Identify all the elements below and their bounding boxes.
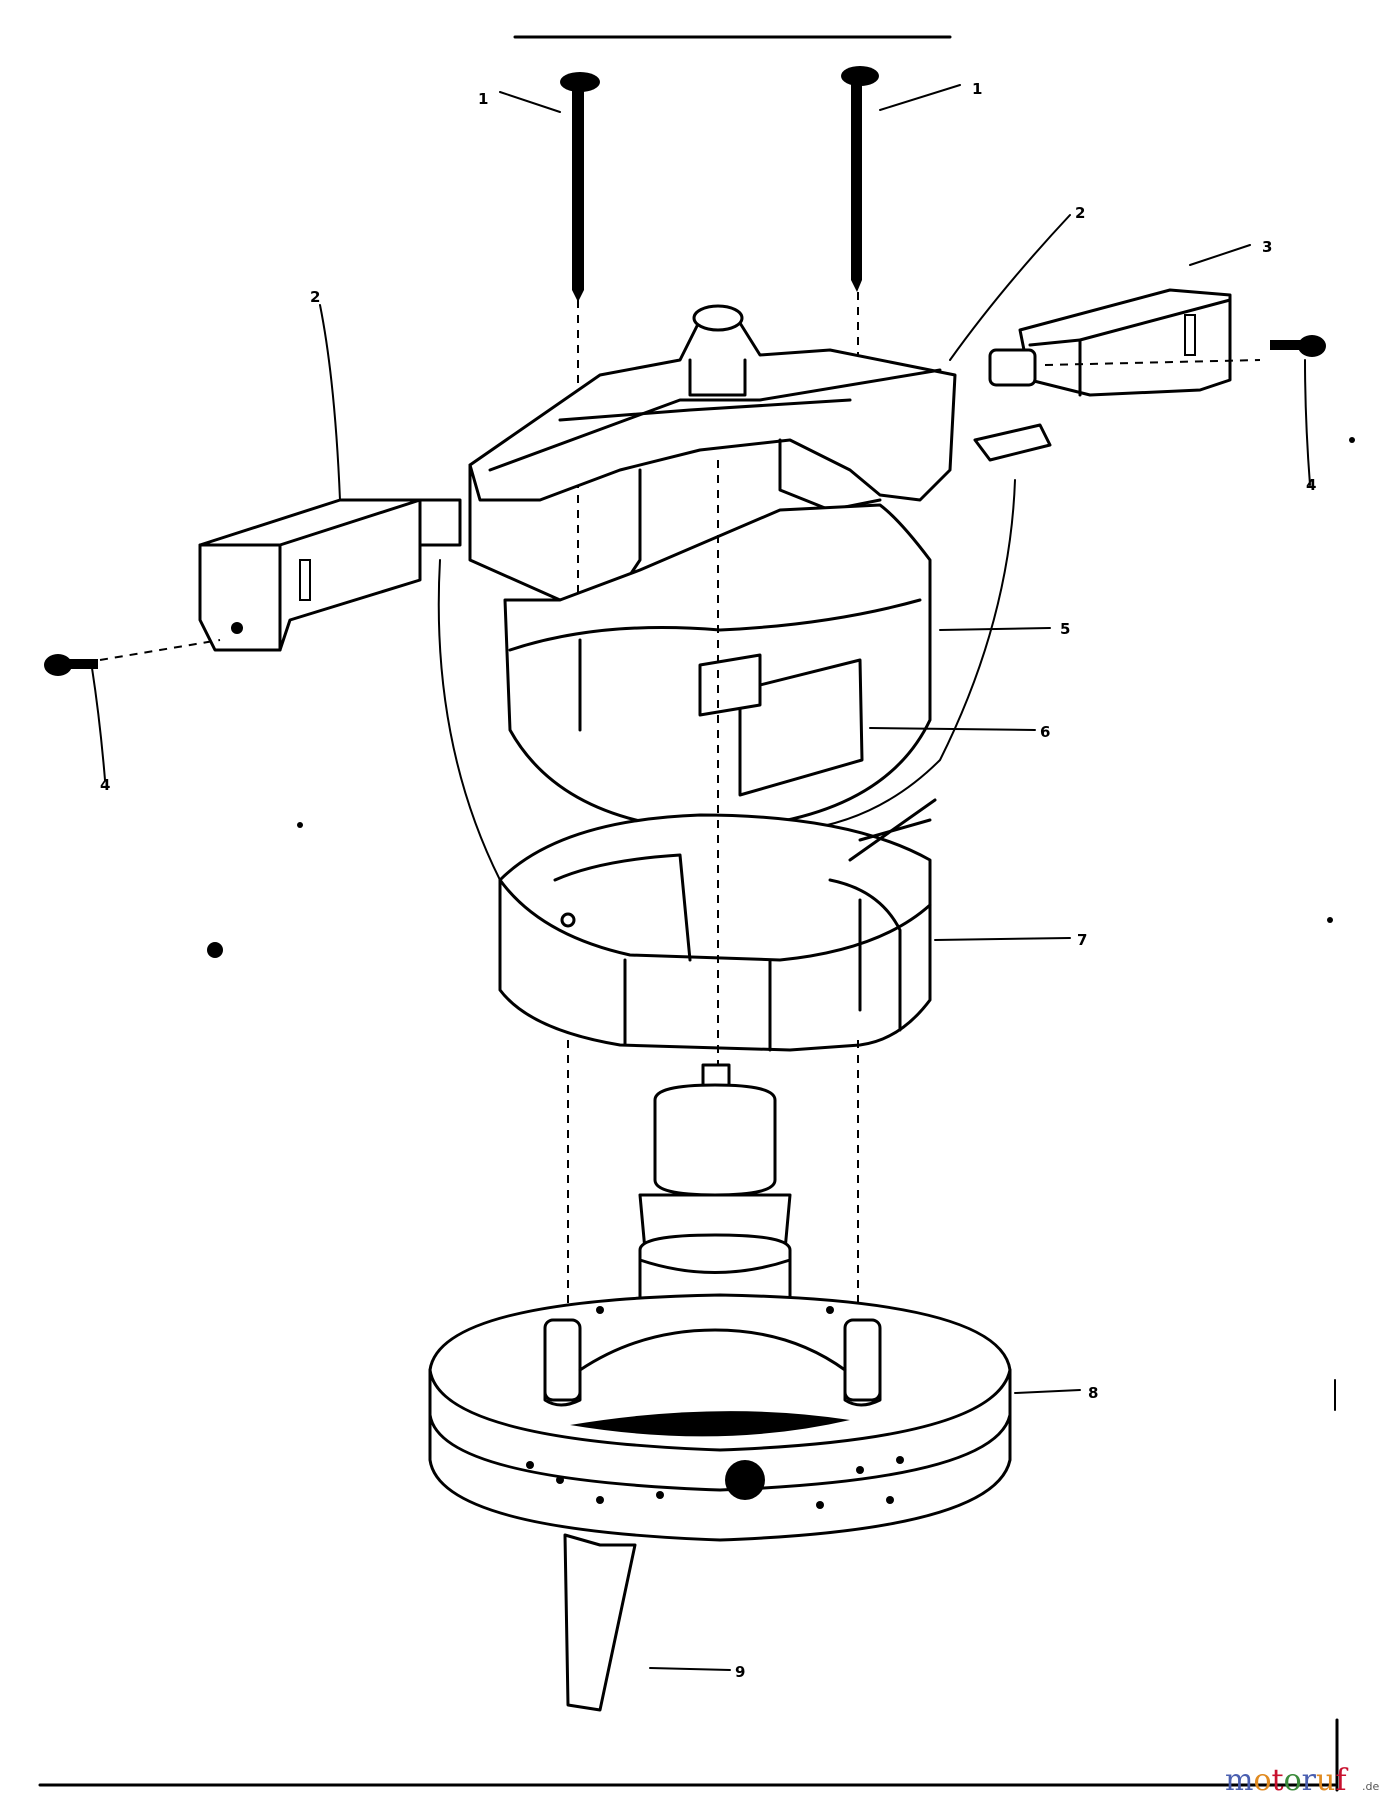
stray-dot-1 <box>207 942 223 958</box>
callout-7: 7 <box>1077 931 1087 949</box>
callout-4-left: 4 <box>100 776 110 794</box>
brush-cap-left <box>44 654 98 676</box>
wm-o2: o <box>1284 1763 1302 1798</box>
pulley-base <box>428 1293 1012 1542</box>
callout-1-left: 1 <box>478 90 488 108</box>
stray-dot-4 <box>297 822 303 828</box>
wm-m: m <box>1225 1763 1253 1798</box>
callout-5: 5 <box>1060 620 1070 638</box>
brush-holder-left <box>198 498 462 652</box>
screw-right <box>841 66 879 292</box>
wm-r: r <box>1302 1763 1317 1798</box>
wm-f: f <box>1335 1763 1348 1798</box>
stray-dot-3 <box>1349 437 1355 443</box>
motoruf-watermark: motoruf .de <box>1225 1763 1379 1798</box>
wm-u: u <box>1316 1763 1335 1798</box>
callout-8: 8 <box>1088 1384 1098 1402</box>
callout-2-top: 2 <box>1075 204 1085 222</box>
callout-6: 6 <box>1040 723 1050 741</box>
callout-9: 9 <box>735 1663 745 1681</box>
nameplate-label <box>698 653 864 797</box>
brush-left-axis <box>99 639 221 661</box>
svg-text:motoruf: motoruf <box>1225 1763 1348 1798</box>
brush-holder-right <box>973 288 1232 462</box>
end-bell <box>498 798 937 1052</box>
wm-tld: .de <box>1362 1780 1379 1793</box>
wm-o1: o <box>1253 1763 1271 1798</box>
shaft <box>563 1533 637 1712</box>
lead-wire-right <box>799 479 1016 831</box>
callout-1-right: 1 <box>972 80 982 98</box>
callout-4-right: 4 <box>1306 476 1316 494</box>
screw-left <box>560 72 600 302</box>
brush-cap-right <box>1270 335 1326 357</box>
wm-t: t <box>1272 1763 1284 1798</box>
brush-right-axis <box>1044 359 1261 366</box>
callout-3: 3 <box>1262 238 1272 256</box>
callout-2-left: 2 <box>310 288 320 306</box>
leaders <box>91 84 1311 1671</box>
stray-dot-2 <box>1327 917 1333 923</box>
